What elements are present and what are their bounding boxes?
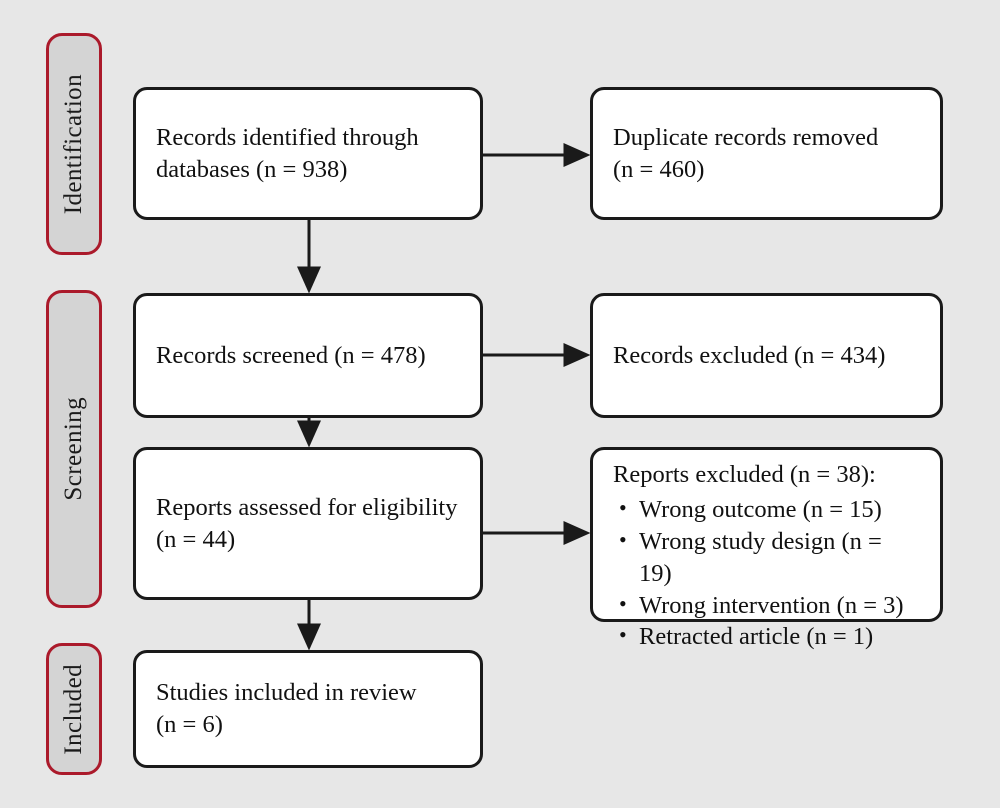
stage-label-included-text: Included — [60, 663, 87, 755]
box-studies-included-in-review-text: Studies included in review (n = 6) — [156, 679, 417, 738]
box-reports-excluded-heading: Reports excluded (n = 38): — [613, 461, 876, 488]
stage-label-screening-text: Screening — [60, 397, 87, 501]
box-records-excluded: Records excluded (n = 434) — [590, 293, 943, 418]
stage-label-screening: Screening — [46, 290, 102, 608]
box-records-screened: Records screened (n = 478) — [133, 293, 483, 418]
stage-label-identification-text: Identification — [60, 73, 87, 215]
box-records-identified: Records identified through databases (n … — [133, 87, 483, 220]
list-item: Wrong intervention (n = 3) — [613, 590, 920, 622]
box-duplicate-records-removed-text: Duplicate records removed (n = 460) — [613, 123, 879, 183]
box-reports-excluded-reason-list: Wrong outcome (n = 15) Wrong study desig… — [593, 494, 940, 653]
stage-label-included: Included — [46, 643, 102, 775]
box-records-screened-text: Records screened (n = 478) — [156, 341, 426, 369]
box-reports-assessed-for-eligibility-text: Reports assessed for eligibility (n = 44… — [156, 493, 458, 553]
box-duplicate-records-removed: Duplicate records removed (n = 460) — [590, 87, 943, 220]
box-reports-excluded: Reports excluded (n = 38): Wrong outcome… — [590, 447, 943, 650]
box-records-identified-text: Records identified through databases (n … — [156, 123, 419, 183]
list-item: Retracted article (n = 1) — [613, 621, 920, 653]
box-studies-included-in-review: Studies included in review (n = 6) — [133, 650, 483, 768]
box-records-excluded-text: Records excluded (n = 434) — [613, 341, 886, 369]
stage-label-identification: Identification — [46, 33, 102, 255]
list-item: Wrong outcome (n = 15) — [613, 494, 920, 526]
box-reports-assessed-for-eligibility: Reports assessed for eligibility (n = 44… — [133, 447, 483, 600]
list-item: Wrong study design (n = 19) — [613, 526, 920, 590]
